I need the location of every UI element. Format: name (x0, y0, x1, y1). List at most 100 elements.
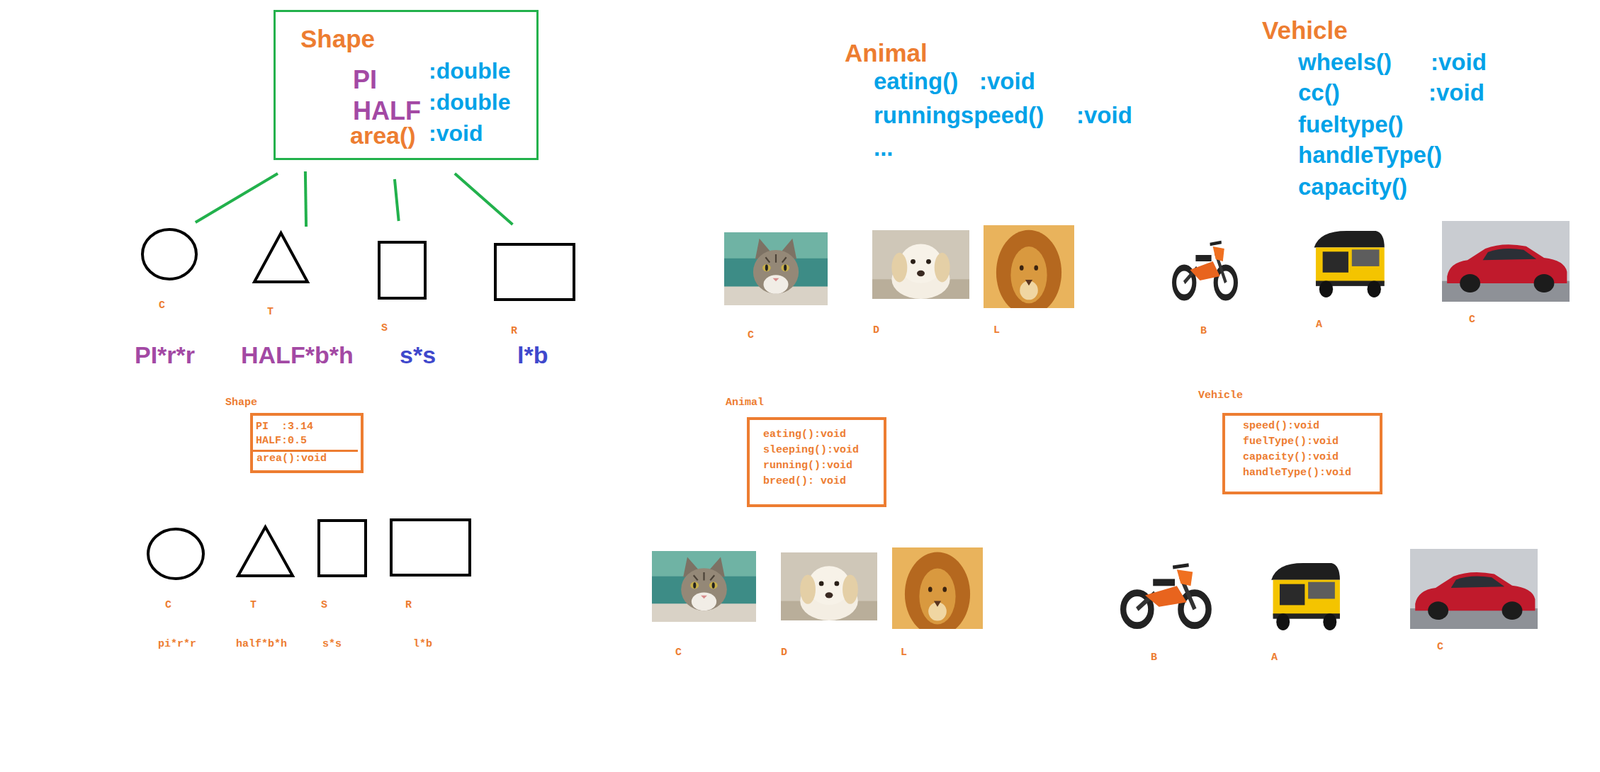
area-formula: pi*r*r (158, 638, 197, 651)
area-formula: l*b (517, 341, 548, 370)
rectangle-shape-outline (391, 520, 470, 576)
method-name: eating() (873, 68, 959, 95)
square-shape-outline (379, 242, 426, 299)
bike-photo (1174, 242, 1236, 298)
car-photo (1410, 549, 1538, 630)
inheritance-line (305, 171, 307, 227)
return-type: :void (1428, 79, 1485, 107)
return-type: :void (1430, 48, 1487, 76)
method-name: fueltype() (1298, 111, 1404, 139)
method-name: area() (350, 121, 416, 150)
car-photo (1441, 221, 1570, 302)
class-name: Shape (300, 24, 375, 54)
picture-letter: A (1271, 651, 1278, 664)
picture-letter: C (1468, 313, 1476, 326)
area-formula: l*b (413, 638, 433, 651)
picture-letter: D (872, 324, 880, 337)
triangle-shape-drawing (252, 231, 309, 284)
area-formula: s*s (322, 638, 342, 651)
rectangle-shape-drawing (389, 518, 472, 577)
picture-letter: C (747, 329, 754, 342)
method-name: wheels() (1298, 48, 1392, 76)
class-box: ShapePI:doubleHALF:doublearea():void (273, 9, 539, 161)
class-box: Animaleating():voidsleeping():voidrunnin… (746, 417, 887, 508)
cat-photo (724, 232, 828, 306)
area-formula: s*s (399, 341, 436, 370)
dog-photo (780, 552, 878, 621)
auto-photo (1271, 563, 1340, 631)
return-type: :void (428, 120, 483, 147)
picture-letter: B (1200, 325, 1207, 338)
class-member: sleeping():void (763, 442, 880, 459)
rectangle-shape: R (493, 243, 576, 302)
shape-letter: C (165, 599, 172, 612)
shape-letter: R (510, 325, 518, 338)
shape-letter: S (381, 322, 388, 335)
dog-photo (872, 230, 970, 300)
circle-shape: C (141, 228, 198, 281)
inheritance-line (454, 173, 514, 225)
triangle-shape-drawing (236, 525, 295, 578)
ellipsis: ... (873, 134, 894, 162)
triangle-shape-outline (254, 233, 308, 283)
return-type: :void (1076, 102, 1133, 129)
class-member: handleType():void (1242, 465, 1376, 482)
triangle-shape: T (236, 525, 295, 578)
class-member: breed(): void (763, 474, 880, 490)
picture-letter: B (1150, 651, 1158, 664)
inheritance-line (195, 173, 278, 223)
circle-shape-outline (142, 229, 197, 280)
class-member: HALF:0.5 (255, 434, 358, 449)
shape-letter: S (320, 599, 328, 612)
square-shape-outline (318, 520, 366, 577)
square-shape: S (317, 519, 368, 578)
rectangle-shape-outline (495, 244, 574, 300)
triangle-shape: T (252, 231, 309, 284)
area-formula: HALF*b*h (240, 341, 354, 370)
lion-photo (892, 547, 983, 637)
picture-letter: D (780, 646, 788, 659)
return-type: :double (428, 58, 511, 85)
shape-letter: C (158, 299, 166, 312)
class-member: running():void (763, 458, 880, 475)
method-name: capacity() (1298, 173, 1408, 201)
class-name: Animal (725, 396, 764, 409)
inheritance-line (394, 179, 399, 222)
auto-photo (1314, 231, 1385, 298)
rectangle-shape: R (389, 518, 472, 577)
circle-shape-outline (148, 529, 204, 579)
class-box: ShapePI :3.14HALF:0.5area():void (250, 413, 364, 474)
shape-letter: T (267, 306, 274, 319)
class-name: Shape (225, 396, 258, 409)
cat-photo (651, 551, 757, 623)
constant-name: HALF (352, 96, 421, 126)
lion-photo (983, 225, 1075, 316)
constant-name: PI (352, 65, 377, 95)
bike-photo (1123, 565, 1209, 626)
square-shape-drawing (317, 519, 368, 578)
picture-letter: A (1315, 318, 1323, 331)
picture-letter: C (675, 646, 682, 659)
method-name: runningspeed() (873, 102, 1044, 129)
method-name: handleType() (1298, 141, 1442, 169)
class-member: PI :3.14 (255, 420, 358, 435)
class-name: Vehicle (1262, 16, 1348, 45)
circle-shape: C (146, 527, 205, 581)
class-member: fuelType():void (1242, 434, 1376, 450)
return-type: :double (428, 89, 511, 116)
class-member: eating():void (763, 427, 880, 443)
class-member: speed():void (1242, 418, 1376, 435)
shape-letter: R (405, 599, 412, 612)
method-name: cc() (1298, 79, 1340, 107)
circle-shape-drawing (146, 527, 205, 581)
picture-letter: L (900, 646, 907, 659)
class-box: Vehiclespeed():voidfuelType():voidcapaci… (1222, 413, 1383, 495)
square-shape: S (377, 240, 427, 300)
picture-letter: L (993, 324, 1000, 337)
area-formula: half*b*h (235, 638, 287, 651)
square-shape-drawing (377, 240, 427, 300)
shape-letter: T (250, 599, 257, 612)
class-name: Animal (844, 38, 928, 68)
triangle-shape-outline (238, 527, 293, 577)
